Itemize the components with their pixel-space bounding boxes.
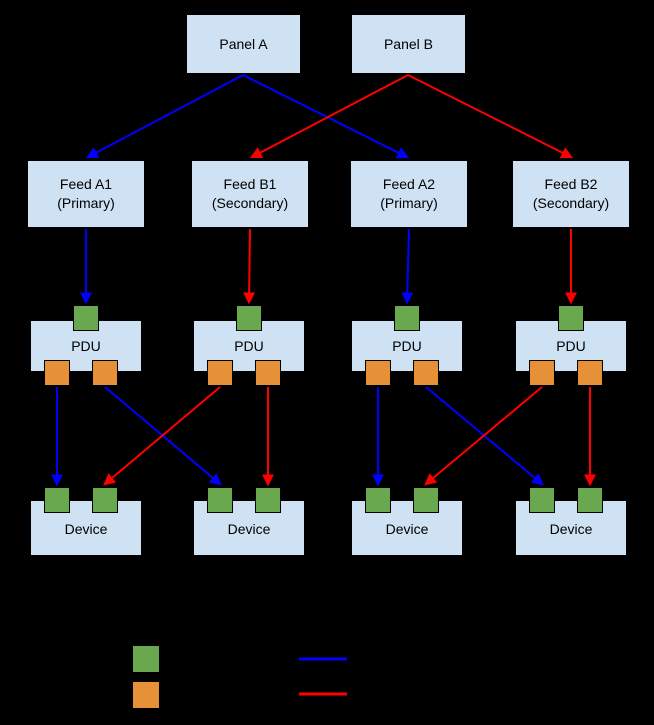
pdu-2-input-port (236, 305, 262, 331)
panel-b-label: Panel B (383, 35, 434, 52)
arrow-panel-b-to-feed-b1 (249, 74, 409, 159)
feed-b1-box: Feed B1 (Secondary) (191, 160, 309, 228)
feed-b1-type: (Secondary) (211, 195, 289, 211)
feed-b1-name: Feed B1 (223, 176, 277, 192)
panel-b-box: Panel B (351, 14, 466, 74)
feed-a2-box: Feed A2 (Primary) (350, 160, 468, 228)
feed-a1-name: Feed A1 (59, 176, 113, 192)
device-2-input-port-left (207, 487, 233, 513)
device-2-label: Device (227, 521, 271, 537)
arrow-pdu-4-to-device-3 (424, 386, 543, 486)
pdu-1-output-port-right (92, 360, 118, 386)
feed-a1-box: Feed A1 (Primary) (27, 160, 145, 228)
pdu-4-output-port-left (529, 360, 555, 386)
arrow-pdu-1-to-device-2 (104, 386, 222, 486)
pdu-3-input-port (394, 305, 420, 331)
pdu-2-output-port-right (255, 360, 281, 386)
arrow-pdu-3-to-device-4 (425, 386, 544, 486)
device-3-input-port-right (413, 487, 439, 513)
arrow-panel-a-to-feed-a2 (242, 74, 410, 159)
pdu-2-label: PDU (234, 337, 264, 354)
device-3-label: Device (385, 521, 429, 537)
arrow-feed-a2-to-pdu-3 (401, 228, 414, 305)
legend-green-swatch (132, 645, 160, 673)
arrow-panel-a-to-feed-a1 (85, 74, 244, 159)
pdu-4-label: PDU (556, 337, 586, 354)
device-1-label: Device (64, 521, 108, 537)
feed-a1-type: (Primary) (57, 195, 115, 211)
feed-a2-type: (Primary) (380, 195, 438, 211)
device-4-input-port-left (529, 487, 555, 513)
pdu-2-output-port-left (207, 360, 233, 386)
feed-b2-type: (Secondary) (532, 195, 610, 211)
feed-b2-box: Feed B2 (Secondary) (512, 160, 630, 228)
pdu-1-output-port-left (44, 360, 70, 386)
arrow-feed-b1-to-pdu-2 (243, 228, 256, 305)
device-2-input-port-right (255, 487, 281, 513)
device-4-label: Device (549, 521, 593, 537)
arrow-pdu-2-to-device-1 (103, 386, 221, 486)
device-3-input-port-left (365, 487, 391, 513)
feed-a2-name: Feed A2 (382, 176, 436, 192)
pdu-3-output-port-right (413, 360, 439, 386)
pdu-3-label: PDU (392, 337, 422, 354)
device-1-input-port-right (92, 487, 118, 513)
legend-orange-swatch (132, 681, 160, 709)
arrow-panel-b-to-feed-b2 (407, 74, 574, 159)
pdu-4-output-port-right (577, 360, 603, 386)
pdu-3-output-port-left (365, 360, 391, 386)
device-4-input-port-right (577, 487, 603, 513)
pdu-1-label: PDU (71, 337, 101, 354)
feed-b2-name: Feed B2 (544, 176, 598, 192)
pdu-1-input-port (73, 305, 99, 331)
panel-a-label: Panel A (219, 35, 268, 52)
device-1-input-port-left (44, 487, 70, 513)
pdu-4-input-port (558, 305, 584, 331)
panel-a-box: Panel A (186, 14, 301, 74)
